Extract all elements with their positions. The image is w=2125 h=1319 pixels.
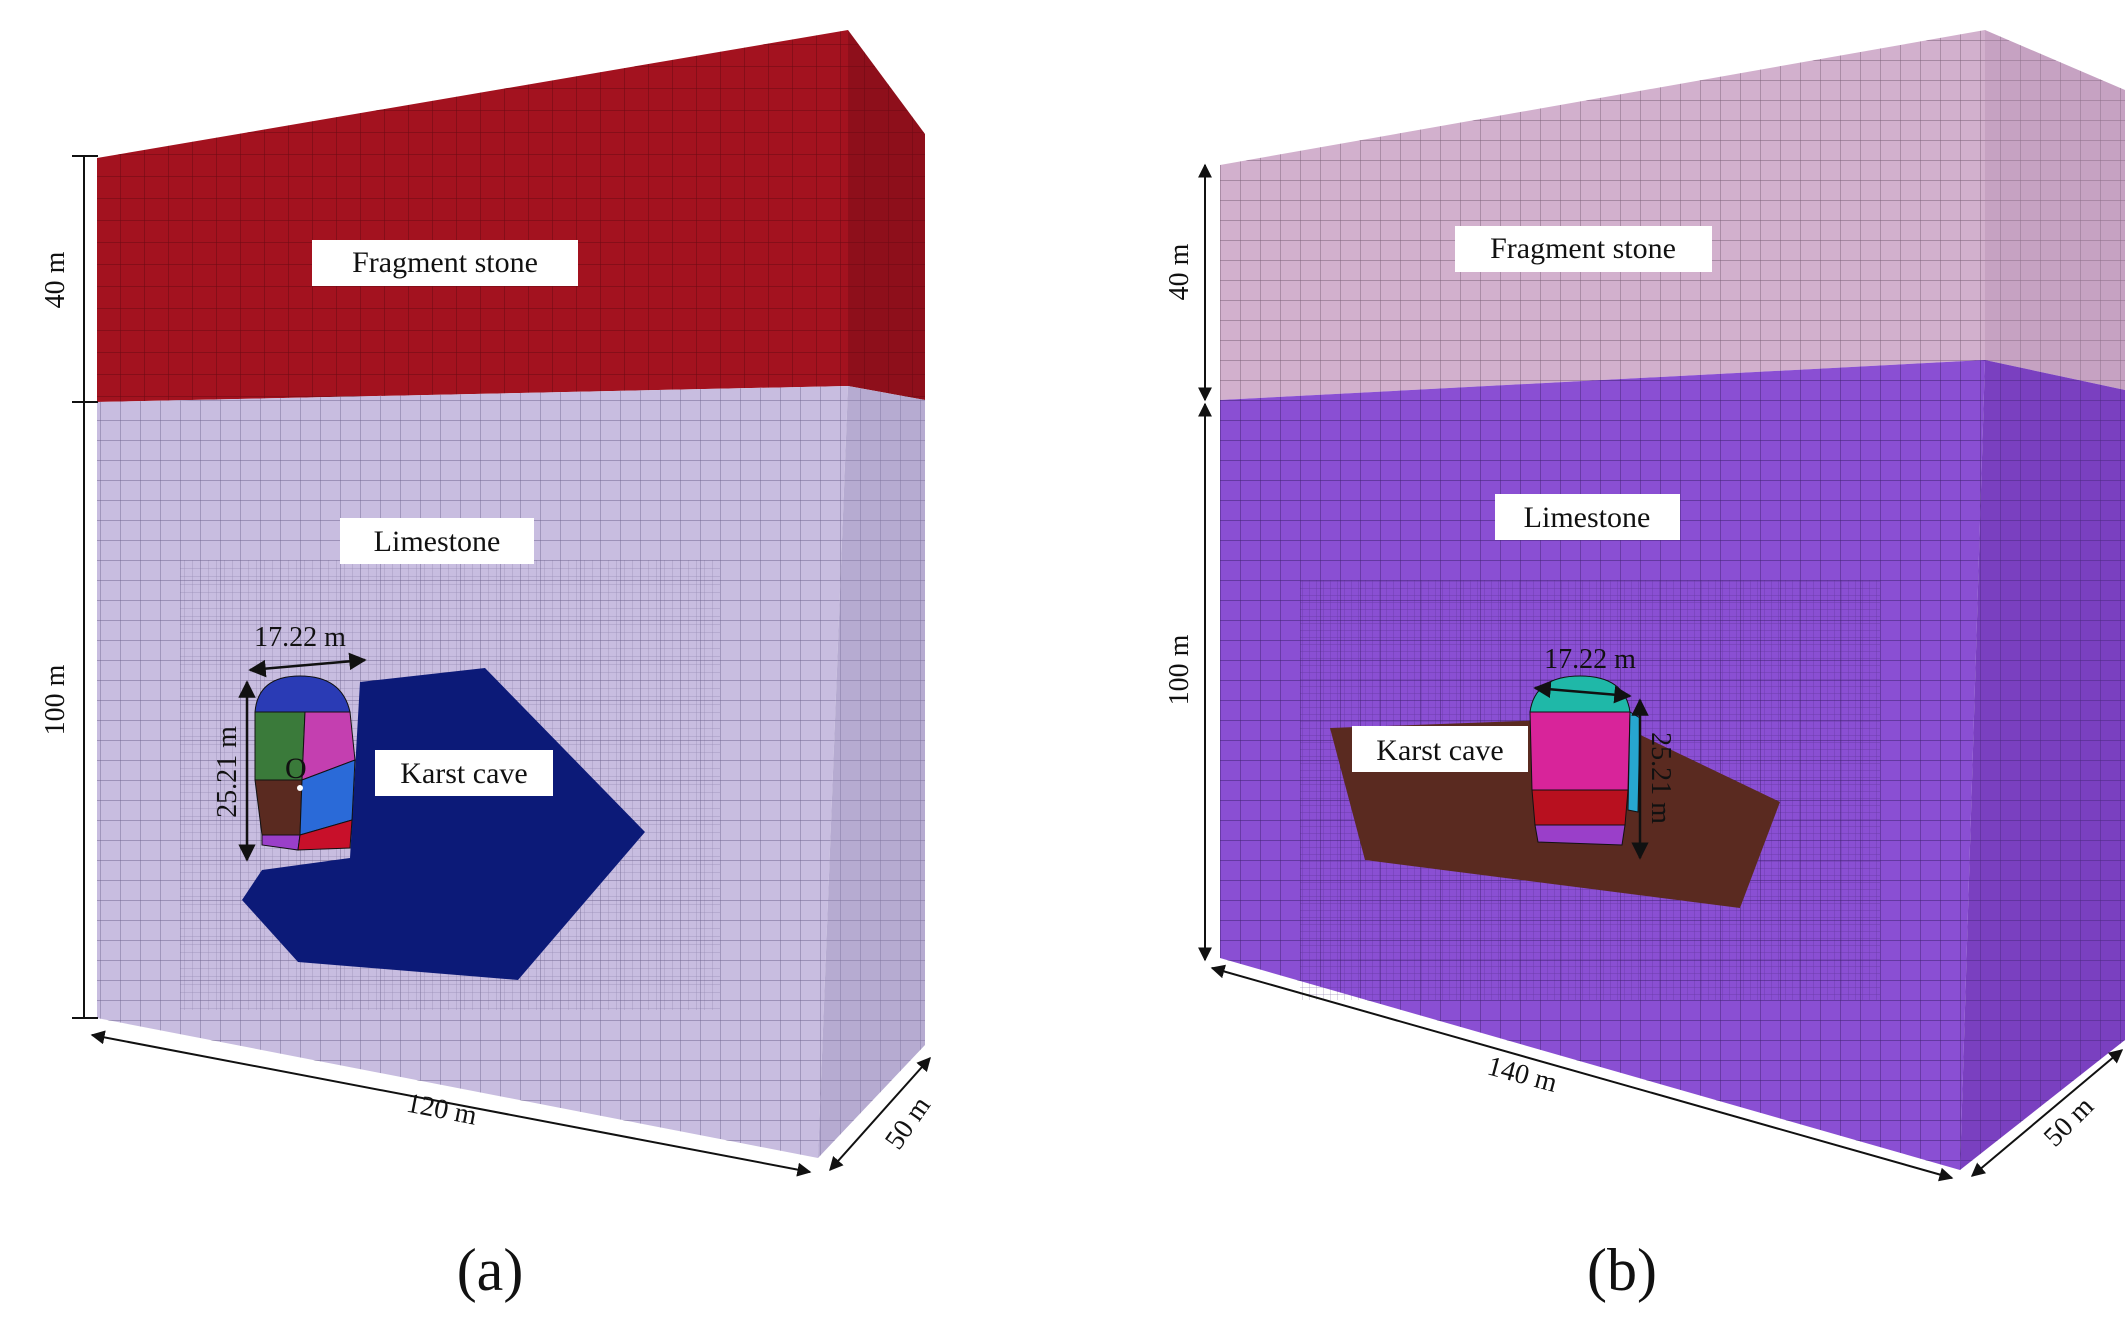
panel-b-bottom-height: 100 m <box>1164 634 1195 705</box>
panel-b-tunnel-height: 25.21 m <box>1645 732 1676 824</box>
panel-b-top-height: 40 m <box>1164 243 1195 300</box>
panel-b-top-label-box <box>1455 226 1712 272</box>
panel-a: O Fragment stone Limestone Karst cave 17… <box>40 30 937 1303</box>
panel-a-width: 120 m <box>404 1088 480 1132</box>
panel-a-caption: (a) <box>457 1237 524 1303</box>
panel-b-cave-label: Karst cave <box>1376 734 1503 767</box>
panel-a-tunnel: O <box>254 675 356 851</box>
panel-a-top-label: Fragment stone <box>352 246 538 279</box>
panel-a-tunnel-center-label: O <box>285 752 307 785</box>
panel-a-karst-cave <box>242 668 645 980</box>
panel-b-tunnel-width: 17.22 m <box>1544 644 1636 675</box>
panel-a-bottom-height: 100 m <box>40 664 71 735</box>
panel-b-top-layer <box>1220 30 2125 400</box>
panel-a-tunnel-center <box>297 785 303 791</box>
panel-b-bottom-label: Limestone <box>1524 501 1651 534</box>
panel-a-top-layer <box>97 30 925 402</box>
panel-b-top-label: Fragment stone <box>1490 232 1676 265</box>
panel-b-width: 140 m <box>1484 1051 1561 1099</box>
panel-a-bottom-label-box <box>340 518 534 564</box>
panel-a-tunnel-height: 25.21 m <box>212 726 243 818</box>
panel-b-cave-label-box <box>1352 726 1528 772</box>
panel-b-tunnel <box>1529 675 1641 846</box>
panel-a-tunnel-width: 17.22 m <box>254 622 346 653</box>
panel-a-cave-label: Karst cave <box>400 757 527 790</box>
panel-a-top-label-box <box>312 240 578 286</box>
panel-a-bottom-label: Limestone <box>374 525 501 558</box>
panel-a-cave-label-box <box>375 750 553 796</box>
panel-b-bottom-label-box <box>1495 494 1680 540</box>
panel-b-caption: (b) <box>1587 1237 1657 1303</box>
panel-b: Fragment stone Limestone Karst cave 17.2… <box>1164 30 2125 1303</box>
panel-a-depth: 50 m <box>879 1091 937 1155</box>
panel-a-top-height: 40 m <box>40 251 71 308</box>
